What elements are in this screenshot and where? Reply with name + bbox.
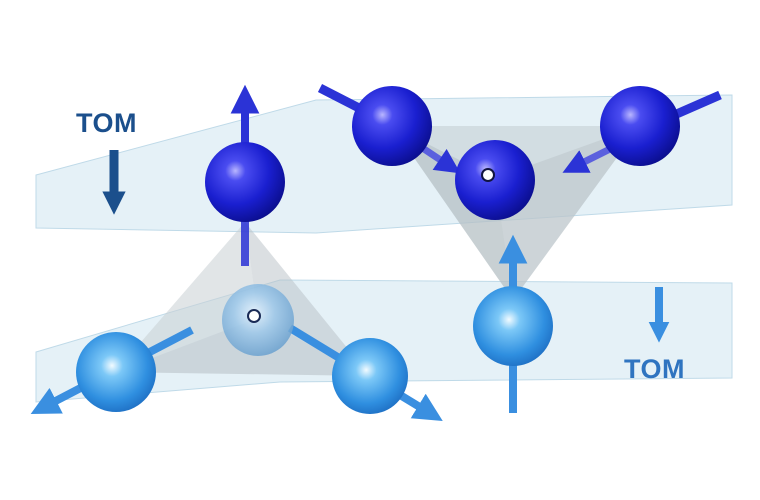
atom-top-right-right-unit — [600, 86, 680, 166]
atom-center-right-unit — [455, 140, 535, 220]
atom-top-left-right-unit — [352, 86, 432, 166]
atom-top-left-unit — [205, 142, 285, 222]
atom-center-right-unit-dot — [481, 168, 495, 182]
layer-label-bottom: TOM — [624, 354, 685, 384]
left-tetrahedron — [115, 222, 258, 372]
atom-lower-left — [76, 332, 156, 412]
right-tetrahedron-face — [392, 126, 513, 300]
atom-bottom-right-unit — [473, 286, 553, 366]
atom-center-ghost-dot — [247, 309, 261, 323]
atom-lower-right — [332, 338, 408, 414]
layer-label-top: TOM — [76, 108, 137, 138]
left-tetrahedron-face — [245, 222, 370, 376]
